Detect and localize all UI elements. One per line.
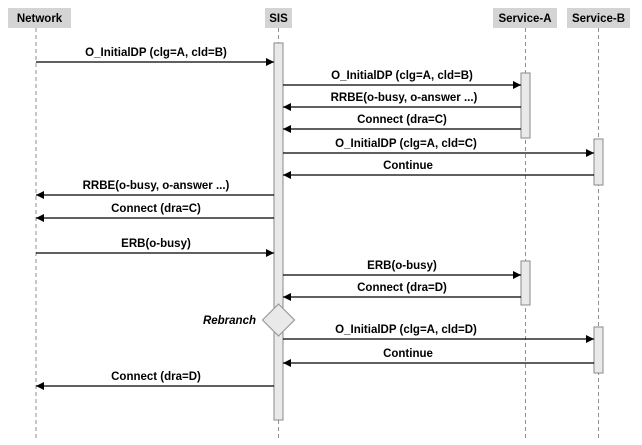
activation-bar-sis: [273, 42, 284, 421]
message-label: RRBE(o-busy, o-answer ...): [331, 92, 478, 104]
message: ERB(o-busy): [283, 260, 521, 279]
message: Connect (dra=D): [36, 371, 274, 390]
message-label: Continue: [383, 348, 433, 360]
participant-box-service-a: [493, 8, 557, 28]
message: Connect (dra=C): [283, 114, 521, 133]
message-label: Continue: [383, 160, 433, 172]
participant-box-network: [8, 8, 71, 28]
activation-bar-service-b-1: [593, 138, 604, 186]
message: ERB(o-busy): [36, 238, 274, 257]
message: O_InitialDP (clg=A, cld=B): [283, 70, 521, 89]
message: Continue: [283, 160, 594, 179]
message-label: ERB(o-busy): [121, 238, 191, 250]
participant-label-service-b: Service-B: [572, 13, 625, 25]
message: Connect (dra=D): [283, 282, 521, 301]
activation-bar-service-a-1: [520, 72, 531, 139]
message-label: Connect (dra=D): [357, 282, 447, 294]
message-label: O_InitialDP (clg=A, cld=B): [331, 70, 473, 82]
message-label: RRBE(o-busy, o-answer ...): [83, 180, 230, 192]
message-label: O_InitialDP (clg=A, cld=D): [335, 324, 477, 336]
participant-network: Network: [8, 8, 71, 28]
participant-box-sis: [265, 8, 292, 28]
rebranch-diamond: [261, 303, 296, 337]
participant-label-service-a: Service-A: [498, 13, 551, 25]
participant-label-network: Network: [17, 13, 63, 25]
message-label: O_InitialDP (clg=A, cld=C): [335, 138, 477, 150]
message: Continue: [283, 348, 594, 367]
participant-label-sis: SIS: [269, 13, 288, 25]
participant-service-b: Service-B: [567, 8, 630, 28]
message: Connect (dra=C): [36, 203, 274, 222]
activation-bar-service-b-2: [593, 326, 604, 374]
message-label: Connect (dra=C): [111, 203, 201, 215]
message: O_InitialDP (clg=A, cld=C): [283, 138, 594, 157]
message: RRBE(o-busy, o-answer ...): [283, 92, 521, 111]
participant-service-a: Service-A: [493, 8, 557, 28]
message: O_InitialDP (clg=A, cld=D): [283, 324, 594, 343]
activation-bar-service-a-2: [520, 260, 531, 306]
message: RRBE(o-busy, o-answer ...): [36, 180, 274, 199]
message: O_InitialDP (clg=A, cld=B): [36, 47, 274, 66]
message-label: ERB(o-busy): [367, 260, 437, 272]
rebranch-label: Rebranch: [203, 315, 256, 327]
participant-box-service-b: [567, 8, 630, 28]
rebranch-annotation: Rebranch: [203, 303, 296, 337]
message-label: Connect (dra=C): [357, 114, 447, 126]
message-label: Connect (dra=D): [111, 371, 201, 383]
message-label: O_InitialDP (clg=A, cld=B): [85, 47, 227, 59]
participant-sis: SIS: [265, 8, 292, 28]
